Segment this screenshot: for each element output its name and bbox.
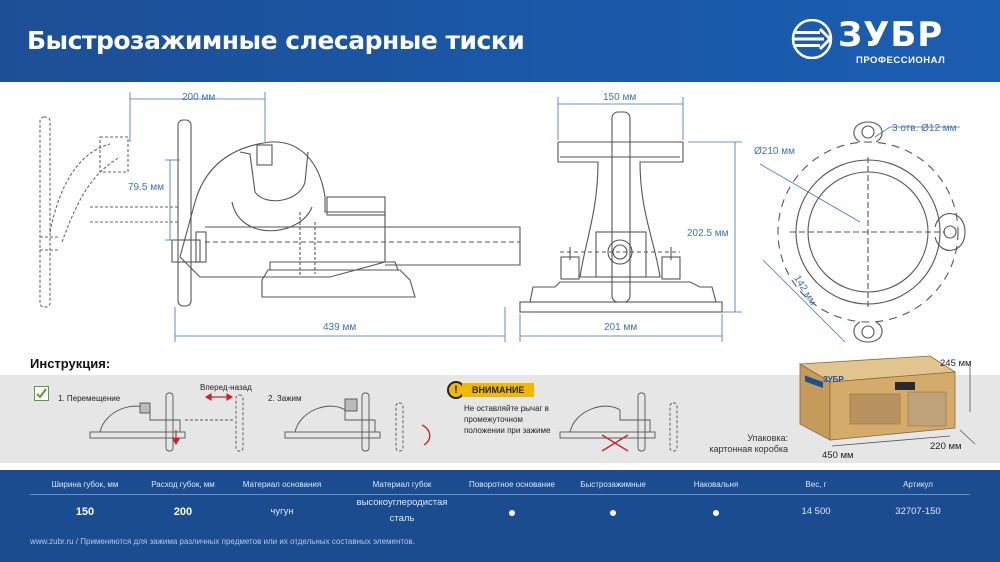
td-jaw-material-2: сталь xyxy=(389,513,415,524)
instruction-illustrations xyxy=(89,392,678,452)
package-width: 450 мм xyxy=(822,450,854,461)
front-view-vise xyxy=(519,111,723,313)
th-article: Артикул xyxy=(903,480,933,489)
brand-name: ЗУБР xyxy=(838,15,944,55)
spec-table: Ширина губок, мм Расход губок, мм Матери… xyxy=(0,470,1000,562)
dim-jaw-height: 79.5 мм xyxy=(128,182,164,193)
top-view-base xyxy=(777,121,966,343)
th-jaw-width: Ширина губок, мм xyxy=(51,480,119,489)
dim-circle: Ø210 мм xyxy=(754,146,795,157)
td-weight: 14 500 xyxy=(801,506,831,517)
anvil-dot-icon xyxy=(713,510,719,516)
step-clamp-label: 2. Зажим xyxy=(268,394,302,403)
td-jaw-width: 150 xyxy=(75,506,95,518)
dim-front-width: 150 мм xyxy=(603,92,637,103)
warning-banner xyxy=(462,383,534,397)
brand-logo: ЗУБР ПРОФЕССИОНАЛ xyxy=(790,14,980,70)
th-jaw-opening: Расход губок, мм xyxy=(151,480,215,489)
th-weight: Вес, г xyxy=(805,480,827,489)
logo-mark-icon xyxy=(791,19,833,59)
package-depth: 220 мм xyxy=(930,441,962,452)
step-move-label: 1. Перемещение xyxy=(58,394,121,403)
direction-label: Вперед-назад xyxy=(200,383,252,392)
table-divider xyxy=(30,494,970,495)
dim-jaw-top: 200 мм xyxy=(182,92,216,103)
front-dimension-lines xyxy=(519,97,742,342)
th-quick-release: Быстрозажимные xyxy=(580,480,646,489)
warning-illustration xyxy=(559,392,678,452)
td-article: 32707-150 xyxy=(895,506,941,517)
technical-drawing xyxy=(39,92,966,343)
td-jaw-material-1: высокоуглеродистая xyxy=(356,497,448,508)
th-swivel: Поворотное основание xyxy=(469,480,555,489)
package-height: 245 мм xyxy=(940,358,972,369)
package-label: Упаковка: картонная коробка xyxy=(709,433,788,454)
package-box-illustration xyxy=(798,355,976,447)
instructions-title: Инструкция: xyxy=(30,356,111,371)
footer-note: www.zubr.ru / Применяются для зажима раз… xyxy=(30,537,415,546)
dim-holes: 3 отв. Ø12 мм xyxy=(892,123,957,134)
th-base-material: Материал основания xyxy=(242,480,322,489)
dim-length: 439 мм xyxy=(323,322,357,333)
forbidden-cross-icon xyxy=(601,434,629,452)
clamp-illustration xyxy=(284,392,404,452)
check-icon xyxy=(34,386,49,401)
th-anvil: Наковальня xyxy=(693,480,739,489)
warning-title: ВНИМАНИЕ xyxy=(472,385,525,395)
quick-release-dot-icon xyxy=(610,510,616,516)
header-banner: Быстрозажимные слесарные тиски ЗУБР ПРОФ… xyxy=(0,0,1000,82)
dim-height: 202.5 мм xyxy=(687,228,729,239)
dim-base: 201 мм xyxy=(604,322,638,333)
move-arrow-icon xyxy=(171,392,234,446)
page-title: Быстрозажимные слесарные тиски xyxy=(27,26,525,55)
td-jaw-opening: 200 xyxy=(173,506,193,518)
swivel-dot-icon xyxy=(509,510,515,516)
brand-subtitle: ПРОФЕССИОНАЛ xyxy=(856,55,946,66)
side-view-vise xyxy=(39,116,521,308)
warning-text: Не оставляйте рычаг в промежуточном поло… xyxy=(464,404,551,435)
top-dimension-lines xyxy=(759,126,960,343)
clamp-arrow-icon xyxy=(421,424,431,446)
move-illustration xyxy=(89,392,244,452)
th-jaw-material: Материал губок xyxy=(372,480,432,489)
side-dimension-lines xyxy=(129,92,506,342)
td-base-material: чугун xyxy=(270,506,294,517)
box-brand: ЗУБР xyxy=(823,375,844,384)
